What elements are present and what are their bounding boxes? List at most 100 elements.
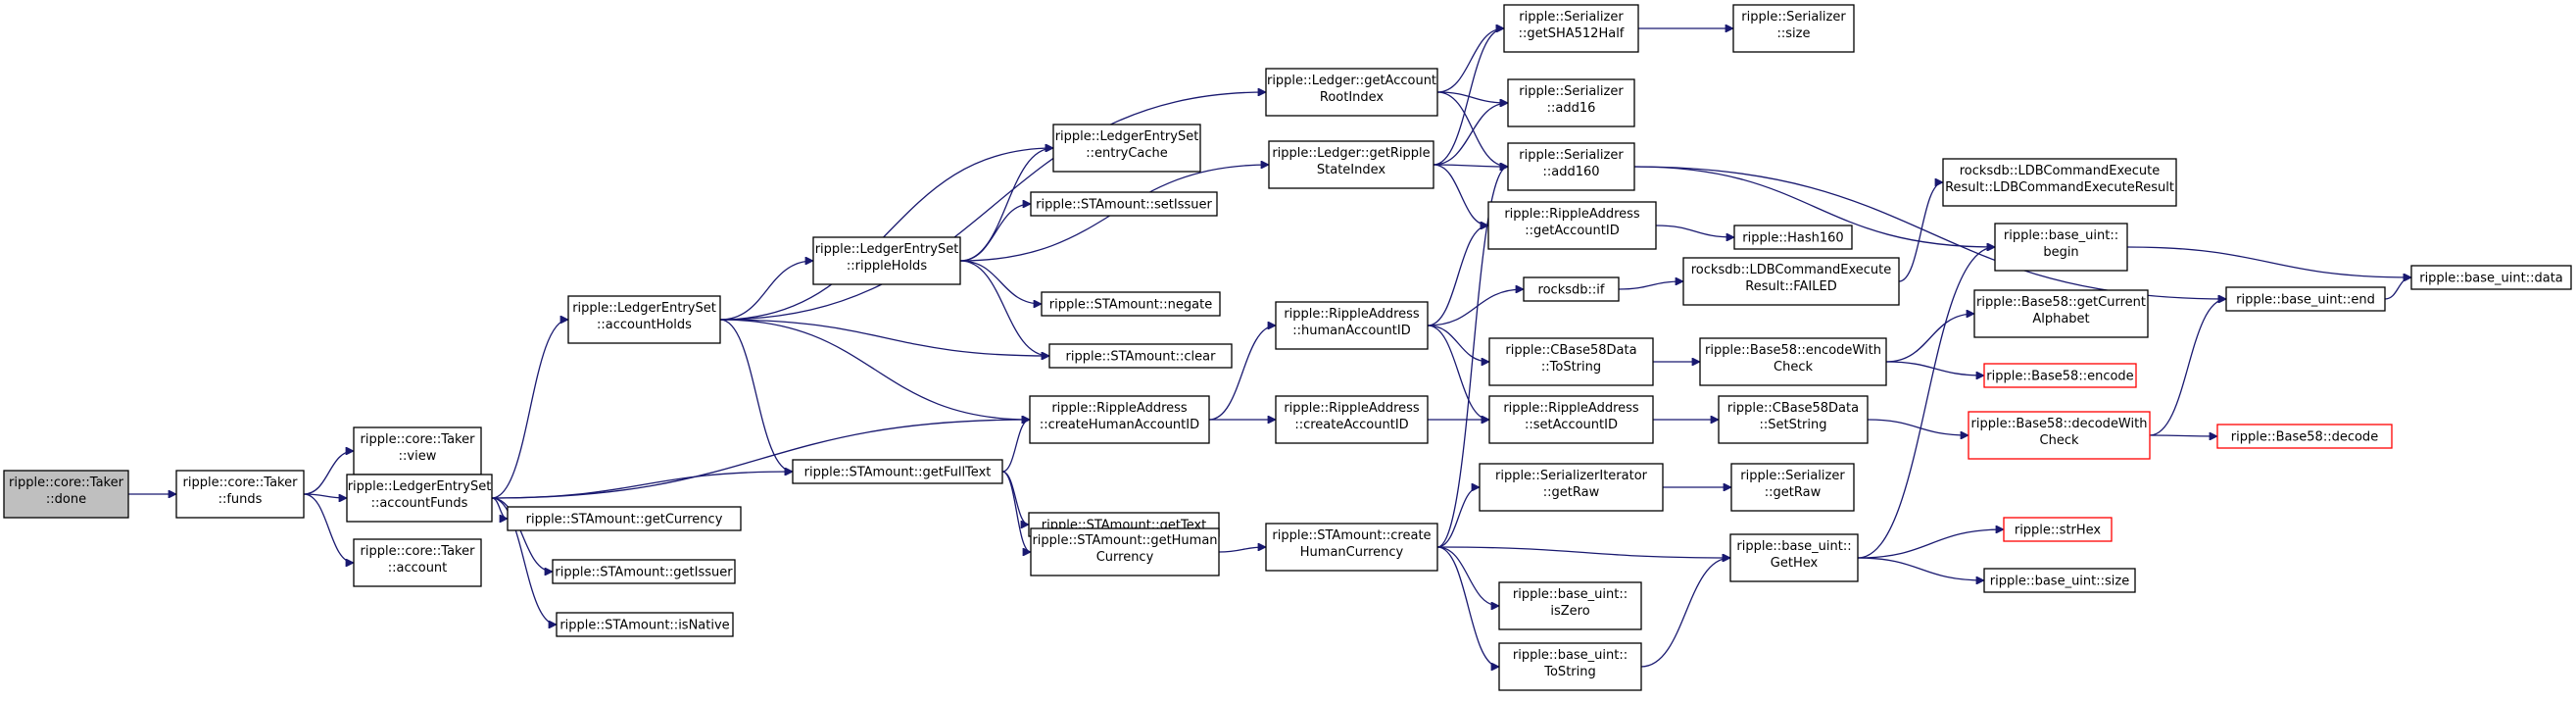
node-box	[1729, 533, 1859, 582]
node-label-line: ripple::Ledger::getRipple	[1272, 146, 1430, 161]
node-accountHolds[interactable]: ripple::LedgerEntrySet::accountHolds	[567, 295, 721, 344]
node-setIssuer[interactable]: ripple::STAmount::setIssuer	[1030, 191, 1218, 217]
node-done[interactable]: ripple::core::Taker::done	[3, 470, 129, 519]
node-label-line: rocksdb::LDBCommandExecute	[1691, 263, 1891, 277]
node-label-line: ripple::LedgerEntrySet	[572, 301, 716, 316]
edge-accountHolds-to-getFullText	[719, 319, 793, 472]
edge-getRippleStateIndex-to-add16	[1433, 103, 1508, 166]
node-humanAccountID[interactable]: ripple::RippleAddress::humanAccountID	[1275, 301, 1429, 350]
edge-accountFunds-to-createHumanAccountID	[491, 420, 1030, 499]
node-buData[interactable]: ripple::base_uint::data	[2410, 265, 2572, 290]
node-label-line: ripple::RippleAddress	[1284, 307, 1420, 322]
edge-accountHolds-to-rippleHolds	[719, 261, 813, 321]
node-label-line: ripple::Serializer	[1740, 469, 1845, 483]
node-getFullText[interactable]: ripple::STAmount::getFullText	[792, 459, 1003, 484]
edge-decodeWithCheck-to-decode	[2149, 435, 2217, 436]
node-label-line: ripple::STAmount::negate	[1049, 298, 1212, 313]
node-label-line: ripple::Ledger::getAccount	[1267, 74, 1436, 88]
node-label-line: ::funds	[219, 492, 263, 507]
node-label-line: ::humanAccountID	[1292, 324, 1410, 338]
node-label-line: ToString	[1543, 665, 1595, 679]
node-createAccountID[interactable]: ripple::RippleAddress::createAccountID	[1275, 395, 1429, 444]
node-encode[interactable]: ripple::Base58::encode	[1983, 363, 2137, 388]
node-getAccountID[interactable]: ripple::RippleAddress::getAccountID	[1487, 201, 1657, 250]
node-label-line: ripple::core::Taker	[361, 432, 476, 447]
node-label-line: isZero	[1550, 604, 1589, 619]
edge-humanAccountID-to-getAccountID	[1427, 225, 1488, 326]
node-strHex[interactable]: ripple::strHex	[2003, 517, 2113, 542]
node-getIssuer[interactable]: ripple::STAmount::getIssuer	[552, 559, 736, 584]
node-label-line: ripple::RippleAddress	[1504, 207, 1640, 222]
node-box	[2003, 517, 2113, 542]
node-label-line: RootIndex	[1320, 90, 1385, 105]
node-decode[interactable]: ripple::Base58::decode	[2216, 424, 2393, 449]
node-FAILED[interactable]: rocksdb::LDBCommandExecuteResult::FAILED	[1682, 257, 1900, 306]
edge-createHumanCurrency-to-add160	[1436, 167, 1508, 548]
edge-getHumanCurrency-to-createHumanCurrency	[1218, 547, 1266, 553]
node-label-line: GetHex	[1771, 556, 1819, 571]
node-createHumanAccountID[interactable]: ripple::RippleAddress::createHumanAccoun…	[1029, 395, 1210, 444]
node-LDBResult[interactable]: rocksdb::LDBCommandExecuteResult::LDBCom…	[1942, 158, 2177, 207]
node-SerIterGetRaw[interactable]: ripple::SerializerIterator::getRaw	[1479, 463, 1664, 512]
node-account[interactable]: ripple::core::Taker::account	[353, 538, 482, 587]
node-funds[interactable]: ripple::core::Taker::funds	[175, 470, 305, 519]
node-entryCache[interactable]: ripple::LedgerEntrySet::entryCache	[1052, 124, 1201, 173]
edge-rippleHolds-to-negate	[959, 260, 1042, 304]
node-label-line: ::getRaw	[1543, 485, 1600, 500]
node-SerGetRaw[interactable]: ripple::Serializer::getRaw	[1730, 463, 1855, 512]
edge-accountFunds-to-accountHolds	[491, 320, 568, 499]
node-box	[1041, 291, 1221, 317]
node-rippleHolds[interactable]: ripple::LedgerEntrySet::rippleHolds	[812, 236, 961, 285]
edge-funds-to-account	[303, 493, 354, 563]
node-label-line: ripple::base_uint::end	[2236, 293, 2375, 308]
node-rocksdbIf[interactable]: rocksdb::if	[1523, 276, 1620, 302]
node-isNative[interactable]: ripple::STAmount::isNative	[556, 612, 734, 637]
node-negate[interactable]: ripple::STAmount::negate	[1041, 291, 1221, 317]
node-clear[interactable]: ripple::STAmount::clear	[1048, 343, 1233, 369]
node-begin[interactable]: ripple::base_uint::begin	[1994, 223, 2128, 272]
node-label-line: ripple::base_uint::	[1513, 587, 1628, 602]
node-isZero[interactable]: ripple::base_uint::isZero	[1498, 581, 1642, 630]
node-label-line: ::ToString	[1541, 360, 1601, 375]
node-label-line: HumanCurrency	[1300, 545, 1404, 560]
node-label-line: ripple::base_uint::	[1513, 648, 1628, 663]
node-label-line: ripple::Base58::getCurrent	[1976, 295, 2146, 310]
node-add160[interactable]: ripple::Serializer::add160	[1507, 142, 1635, 191]
node-box	[1265, 68, 1438, 117]
node-label-line: ::done	[46, 492, 86, 507]
node-label-line: ripple::STAmount::create	[1272, 528, 1431, 543]
node-accountFunds[interactable]: ripple::LedgerEntrySet::accountFunds	[346, 474, 493, 523]
node-box	[812, 236, 961, 285]
node-SetString[interactable]: ripple::CBase58Data::SetString	[1718, 395, 1869, 444]
node-SerSize[interactable]: ripple::Serializer::size	[1732, 4, 1855, 53]
node-box	[1983, 568, 2136, 593]
edge-accountHolds-to-createHumanAccountID	[719, 319, 1030, 420]
node-CBase58ToString[interactable]: ripple::CBase58Data::ToString	[1488, 337, 1654, 386]
node-box	[353, 538, 482, 587]
node-getCurrency[interactable]: ripple::STAmount::getCurrency	[507, 506, 742, 531]
node-label-line: ripple::CBase58Data	[1727, 401, 1859, 416]
node-label-line: ripple::base_uint::size	[1990, 575, 2129, 589]
node-view[interactable]: ripple::core::Taker::view	[353, 426, 482, 476]
node-GetHex[interactable]: ripple::base_uint::GetHex	[1729, 533, 1859, 582]
node-label-line: ::size	[1777, 26, 1811, 41]
node-box	[1487, 201, 1657, 250]
node-getSHA512Half[interactable]: ripple::Serializer::getSHA512Half	[1503, 4, 1639, 53]
node-buToString[interactable]: ripple::base_uint::ToString	[1498, 642, 1642, 691]
node-setAccountID[interactable]: ripple::RippleAddress::setAccountID	[1488, 395, 1654, 444]
node-add16[interactable]: ripple::Serializer::add16	[1507, 78, 1635, 127]
edge-decodeWithCheck-to-buEnd	[2149, 299, 2226, 436]
edge-createHumanCurrency-to-SerIterGetRaw	[1436, 487, 1480, 548]
node-buSize[interactable]: ripple::base_uint::size	[1983, 568, 2136, 593]
node-buEnd[interactable]: ripple::base_uint::end	[2225, 286, 2386, 312]
node-label-line: ripple::Serializer	[1519, 84, 1624, 99]
node-Hash160[interactable]: ripple::Hash160	[1733, 225, 1853, 250]
